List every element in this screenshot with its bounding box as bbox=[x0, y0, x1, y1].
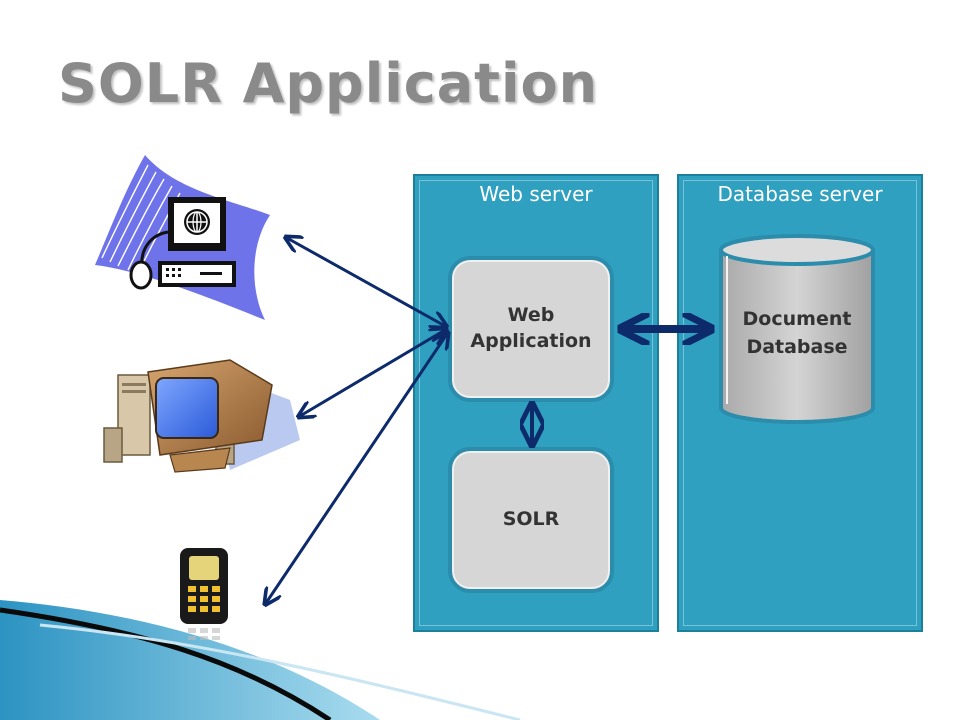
arrow-internet-to-webapp bbox=[287, 238, 445, 326]
document-database-cylinder bbox=[719, 234, 875, 424]
slide-title: SOLR Application bbox=[58, 52, 599, 115]
web-application-label-line1: Web bbox=[507, 304, 555, 327]
internet-computer-icon bbox=[95, 155, 270, 320]
web-server-label: Web server bbox=[479, 182, 593, 206]
web-application-label-line2: Application bbox=[470, 330, 592, 352]
desktop-computer-icon bbox=[103, 359, 300, 473]
arrow-mobile-to-webapp bbox=[266, 334, 447, 603]
solr-box: SOLR bbox=[448, 447, 614, 593]
database-label-line1: Document bbox=[742, 308, 852, 330]
mobile-phone-icon bbox=[180, 548, 228, 640]
document-database-label: Document Database bbox=[722, 306, 872, 361]
database-label-line2: Database bbox=[746, 335, 848, 358]
database-server-label: Database server bbox=[717, 182, 883, 206]
arrow-desktop-to-webapp bbox=[300, 330, 445, 416]
corner-swoosh-decoration bbox=[0, 600, 521, 720]
solr-label: SOLR bbox=[502, 508, 560, 531]
